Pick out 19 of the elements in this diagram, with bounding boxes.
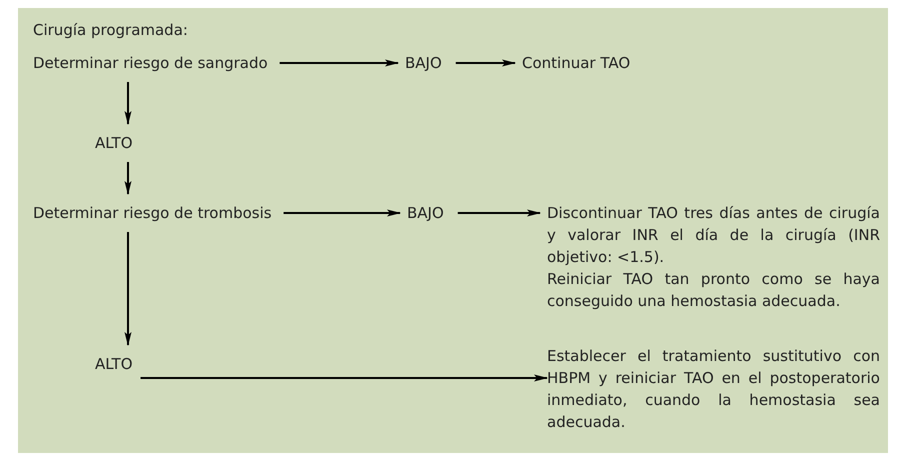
node-text: ALTO: [95, 353, 133, 375]
node-text: Establecer el tratamiento sustitutivo con HBPM y reiniciar TAO en el postoperatorio inmediato, cuando la hemostasia sea adecuada.: [547, 345, 880, 433]
node-text: Determinar riesgo de sangrado: [33, 52, 268, 74]
arrow: [456, 60, 516, 66]
arrow: [140, 374, 548, 382]
arrow: [124, 232, 132, 346]
node-text: Reiniciar TAO tan pronto como se haya conseguido una hemostasia adecuada.: [547, 269, 880, 312]
arrow: [280, 60, 399, 66]
node-text: Determinar riesgo de trombosis: [33, 202, 272, 224]
heading: Cirugía programada:: [33, 20, 188, 41]
node-text: BAJO: [407, 202, 444, 224]
arrow: [458, 210, 541, 216]
node-text: Continuar TAO: [522, 52, 630, 74]
arrow: [284, 210, 401, 216]
arrow: [124, 82, 132, 125]
node-text: ALTO: [95, 132, 133, 154]
node-text: Discontinuar TAO tres días antes de cirugía y valorar INR el día de la cirugía (INR objetivo: <1.5).: [547, 203, 880, 268]
arrow: [124, 162, 132, 195]
node-text: BAJO: [405, 52, 442, 74]
